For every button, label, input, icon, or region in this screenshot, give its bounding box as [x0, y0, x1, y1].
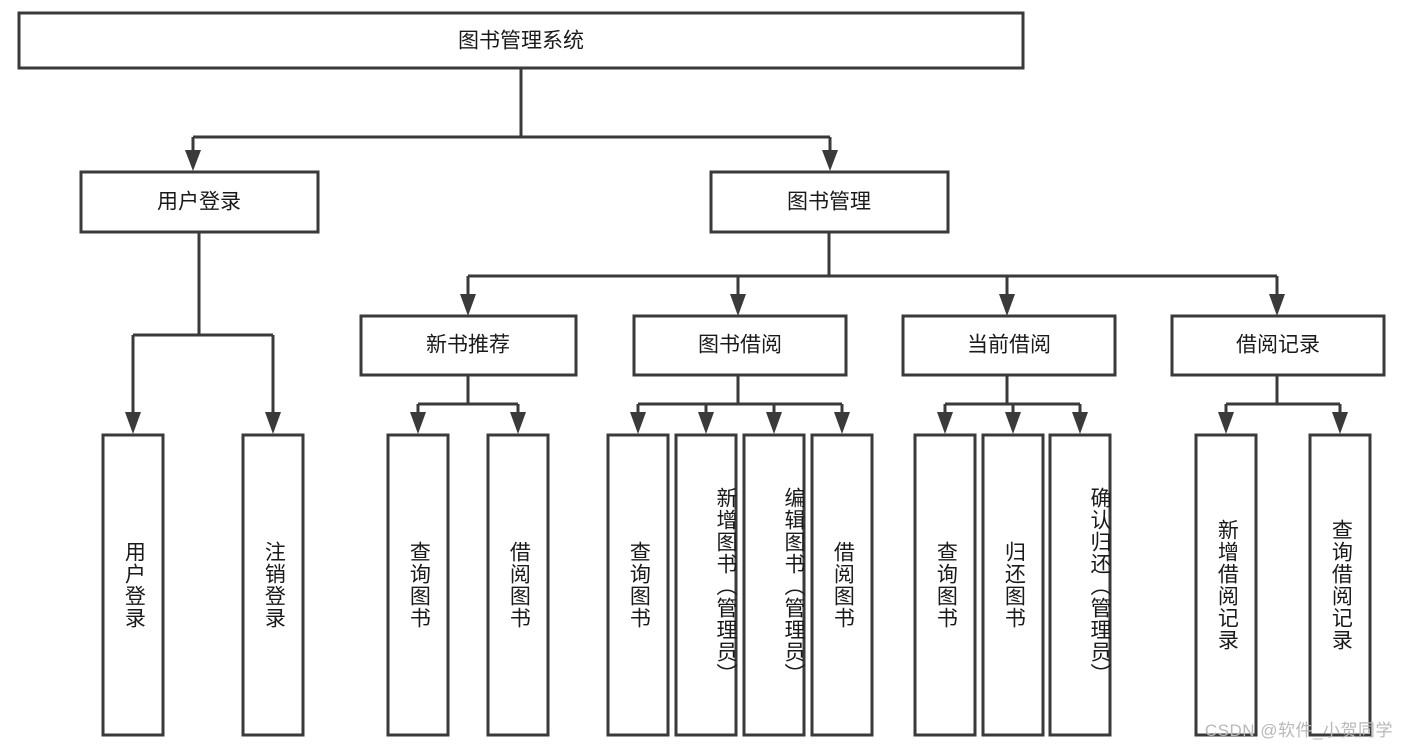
- arrow-head-leaf-add-record: [1218, 412, 1234, 434]
- node-leaf-query-book-2[interactable]: [606, 433, 670, 737]
- node-leaf-user-login[interactable]: [101, 433, 165, 737]
- arrow-head-borrow-record: [1269, 294, 1285, 316]
- node-book-manage[interactable]: [709, 170, 950, 234]
- watermark-text: CSDN @软件_小贺同学: [1204, 721, 1393, 740]
- node-new-book-recommend[interactable]: [359, 314, 578, 377]
- node-new-book-recommend-label: 新书推荐: [426, 334, 510, 357]
- arrow-head-leaf-query-book-3: [937, 412, 953, 434]
- arrow-head-leaf-return-book: [1005, 412, 1021, 434]
- arrow-head-leaf-confirm-return: [1072, 412, 1088, 434]
- node-current-borrow[interactable]: [901, 314, 1117, 377]
- arrow-head-user-login: [185, 150, 201, 171]
- node-leaf-borrow-book-2[interactable]: [810, 433, 874, 737]
- node-leaf-add-record[interactable]: [1194, 433, 1258, 737]
- node-leaf-add-book[interactable]: [674, 433, 738, 737]
- arrow-head-book-manage: [822, 150, 838, 171]
- edge-layer: [125, 68, 1348, 434]
- arrow-head-leaf-add-book: [698, 412, 714, 434]
- node-user-login-label: 用户登录: [157, 191, 241, 214]
- node-leaf-borrow-book-1[interactable]: [486, 433, 550, 737]
- arrow-head-leaf-query-book-1: [410, 412, 426, 434]
- node-leaf-logout-login[interactable]: [241, 433, 305, 737]
- arrow-head-leaf-borrow-book-2: [834, 412, 850, 434]
- node-borrow-record[interactable]: [1170, 314, 1386, 377]
- node-current-borrow-label: 当前借阅: [967, 334, 1051, 357]
- arrow-head-book-borrow: [730, 294, 746, 316]
- arrow-head-leaf-edit-book: [766, 412, 782, 434]
- node-leaf-edit-book[interactable]: [742, 433, 806, 737]
- node-book-manage-label: 图书管理: [787, 191, 871, 214]
- node-user-login[interactable]: [79, 170, 320, 234]
- arrow-head-current-borrow: [999, 294, 1015, 316]
- node-book-borrow[interactable]: [632, 314, 848, 377]
- node-leaf-query-record[interactable]: [1308, 433, 1372, 737]
- node-root[interactable]: [17, 11, 1025, 70]
- node-layer: 图书管理系统 用户登录 图书管理 新书推荐 图书借阅 当前借阅 借阅记录: [17, 11, 1386, 737]
- node-leaf-confirm-return[interactable]: [1048, 433, 1112, 737]
- arrow-head-leaf-borrow-book-1: [510, 412, 526, 434]
- arrow-head-leaf-user-login: [125, 412, 141, 434]
- node-borrow-record-label: 借阅记录: [1236, 334, 1320, 357]
- arrow-head-leaf-query-book-2: [630, 412, 646, 434]
- arrow-head-leaf-query-record: [1332, 412, 1348, 434]
- arrow-head-leaf-logout-login: [265, 412, 281, 434]
- node-leaf-query-book-1[interactable]: [386, 433, 450, 737]
- node-leaf-query-book-3[interactable]: [913, 433, 977, 737]
- node-book-borrow-label: 图书借阅: [698, 334, 782, 357]
- arrow-head-new-book-recommend: [460, 294, 476, 316]
- node-leaf-return-book[interactable]: [981, 433, 1045, 737]
- node-root-label: 图书管理系统: [458, 30, 584, 53]
